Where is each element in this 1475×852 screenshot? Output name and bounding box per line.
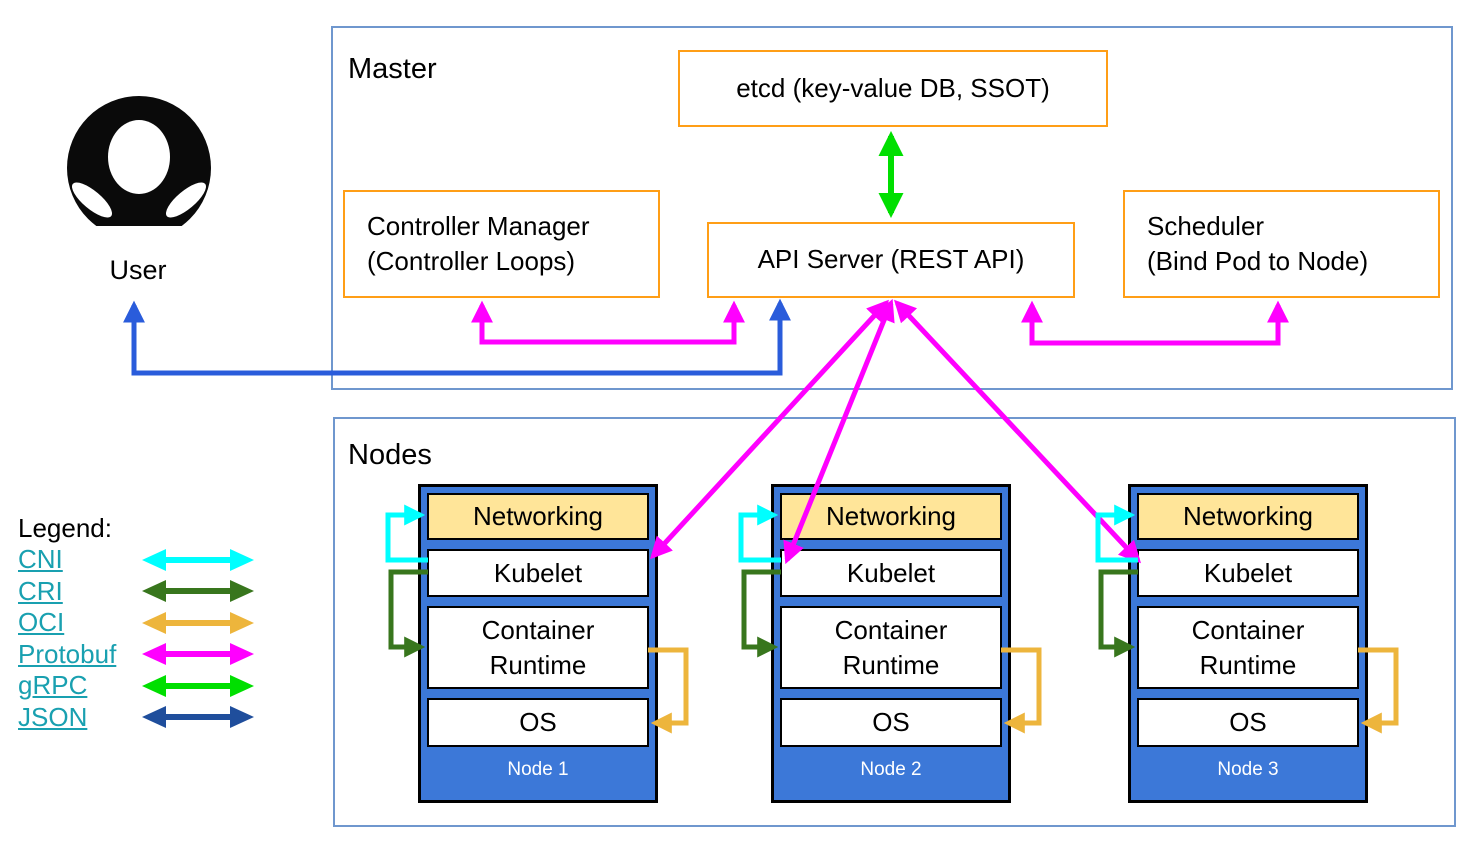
legend-row-protobuf: Protobuf <box>18 639 254 671</box>
grpc-arrow-icon <box>142 674 254 697</box>
node-1: Networking Kubelet Container Runtime OS … <box>418 484 658 803</box>
node-layer-kubelet: Kubelet <box>427 549 649 597</box>
legend-link-json[interactable]: JSON <box>18 701 88 732</box>
legend-row-cri: CRI <box>18 576 254 608</box>
node-layer-os: OS <box>1137 698 1359 747</box>
legend-link-oci[interactable]: OCI <box>18 607 65 638</box>
user-avatar-icon <box>67 96 211 226</box>
node-layer-os: OS <box>427 698 649 747</box>
controller-manager-box: Controller Manager (Controller Loops) <box>343 190 660 298</box>
legend-link-cni[interactable]: CNI <box>18 544 63 575</box>
node-layer-kubelet: Kubelet <box>1137 549 1359 597</box>
user-label: User <box>109 255 167 285</box>
scheduler-box: Scheduler (Bind Pod to Node) <box>1123 190 1440 298</box>
nodes-section-label: Nodes <box>348 439 432 471</box>
oci-arrow-icon <box>142 611 254 634</box>
node-layer-networking: Networking <box>427 493 649 540</box>
node-layer-container-runtime: Container Runtime <box>427 606 649 689</box>
legend-link-protobuf[interactable]: Protobuf <box>18 638 117 669</box>
node-2: Networking Kubelet Container Runtime OS … <box>771 484 1011 803</box>
controller-manager-label: Controller Manager (Controller Loops) <box>367 210 590 276</box>
master-section-label: Master <box>348 53 437 85</box>
cri-arrow-icon <box>142 580 254 603</box>
api-server-label: API Server (REST API) <box>757 244 1025 275</box>
node-layer-container-runtime: Container Runtime <box>780 606 1002 689</box>
legend-row-cni: CNI <box>18 544 254 576</box>
node-layer-networking: Networking <box>780 493 1002 540</box>
node-layer-kubelet: Kubelet <box>780 549 1002 597</box>
legend-link-cri[interactable]: CRI <box>18 575 63 606</box>
api-server-box: API Server (REST API) <box>707 222 1075 298</box>
node-3: Networking Kubelet Container Runtime OS … <box>1128 484 1368 803</box>
node-name: Node 3 <box>1217 759 1279 780</box>
legend-title: Legend: <box>18 513 112 543</box>
cni-arrow-icon <box>142 548 254 571</box>
json-arrow-icon <box>142 706 254 729</box>
etcd-label: etcd (key-value DB, SSOT) <box>736 72 1050 103</box>
legend-row-json: JSON <box>18 702 254 734</box>
node-name: Node 1 <box>507 759 569 780</box>
node-layer-os: OS <box>780 698 1002 747</box>
node-layer-container-runtime: Container Runtime <box>1137 606 1359 689</box>
etcd-box: etcd (key-value DB, SSOT) <box>678 50 1108 127</box>
legend: Legend: CNI CRI OCI <box>18 512 254 733</box>
node-layer-networking: Networking <box>1137 493 1359 540</box>
legend-link-grpc[interactable]: gRPC <box>18 670 88 701</box>
protobuf-arrow-icon <box>142 643 254 666</box>
scheduler-label: Scheduler (Bind Pod to Node) <box>1147 210 1369 276</box>
legend-row-oci: OCI <box>18 607 254 639</box>
legend-row-grpc: gRPC <box>18 670 254 702</box>
node-name: Node 2 <box>860 759 922 780</box>
